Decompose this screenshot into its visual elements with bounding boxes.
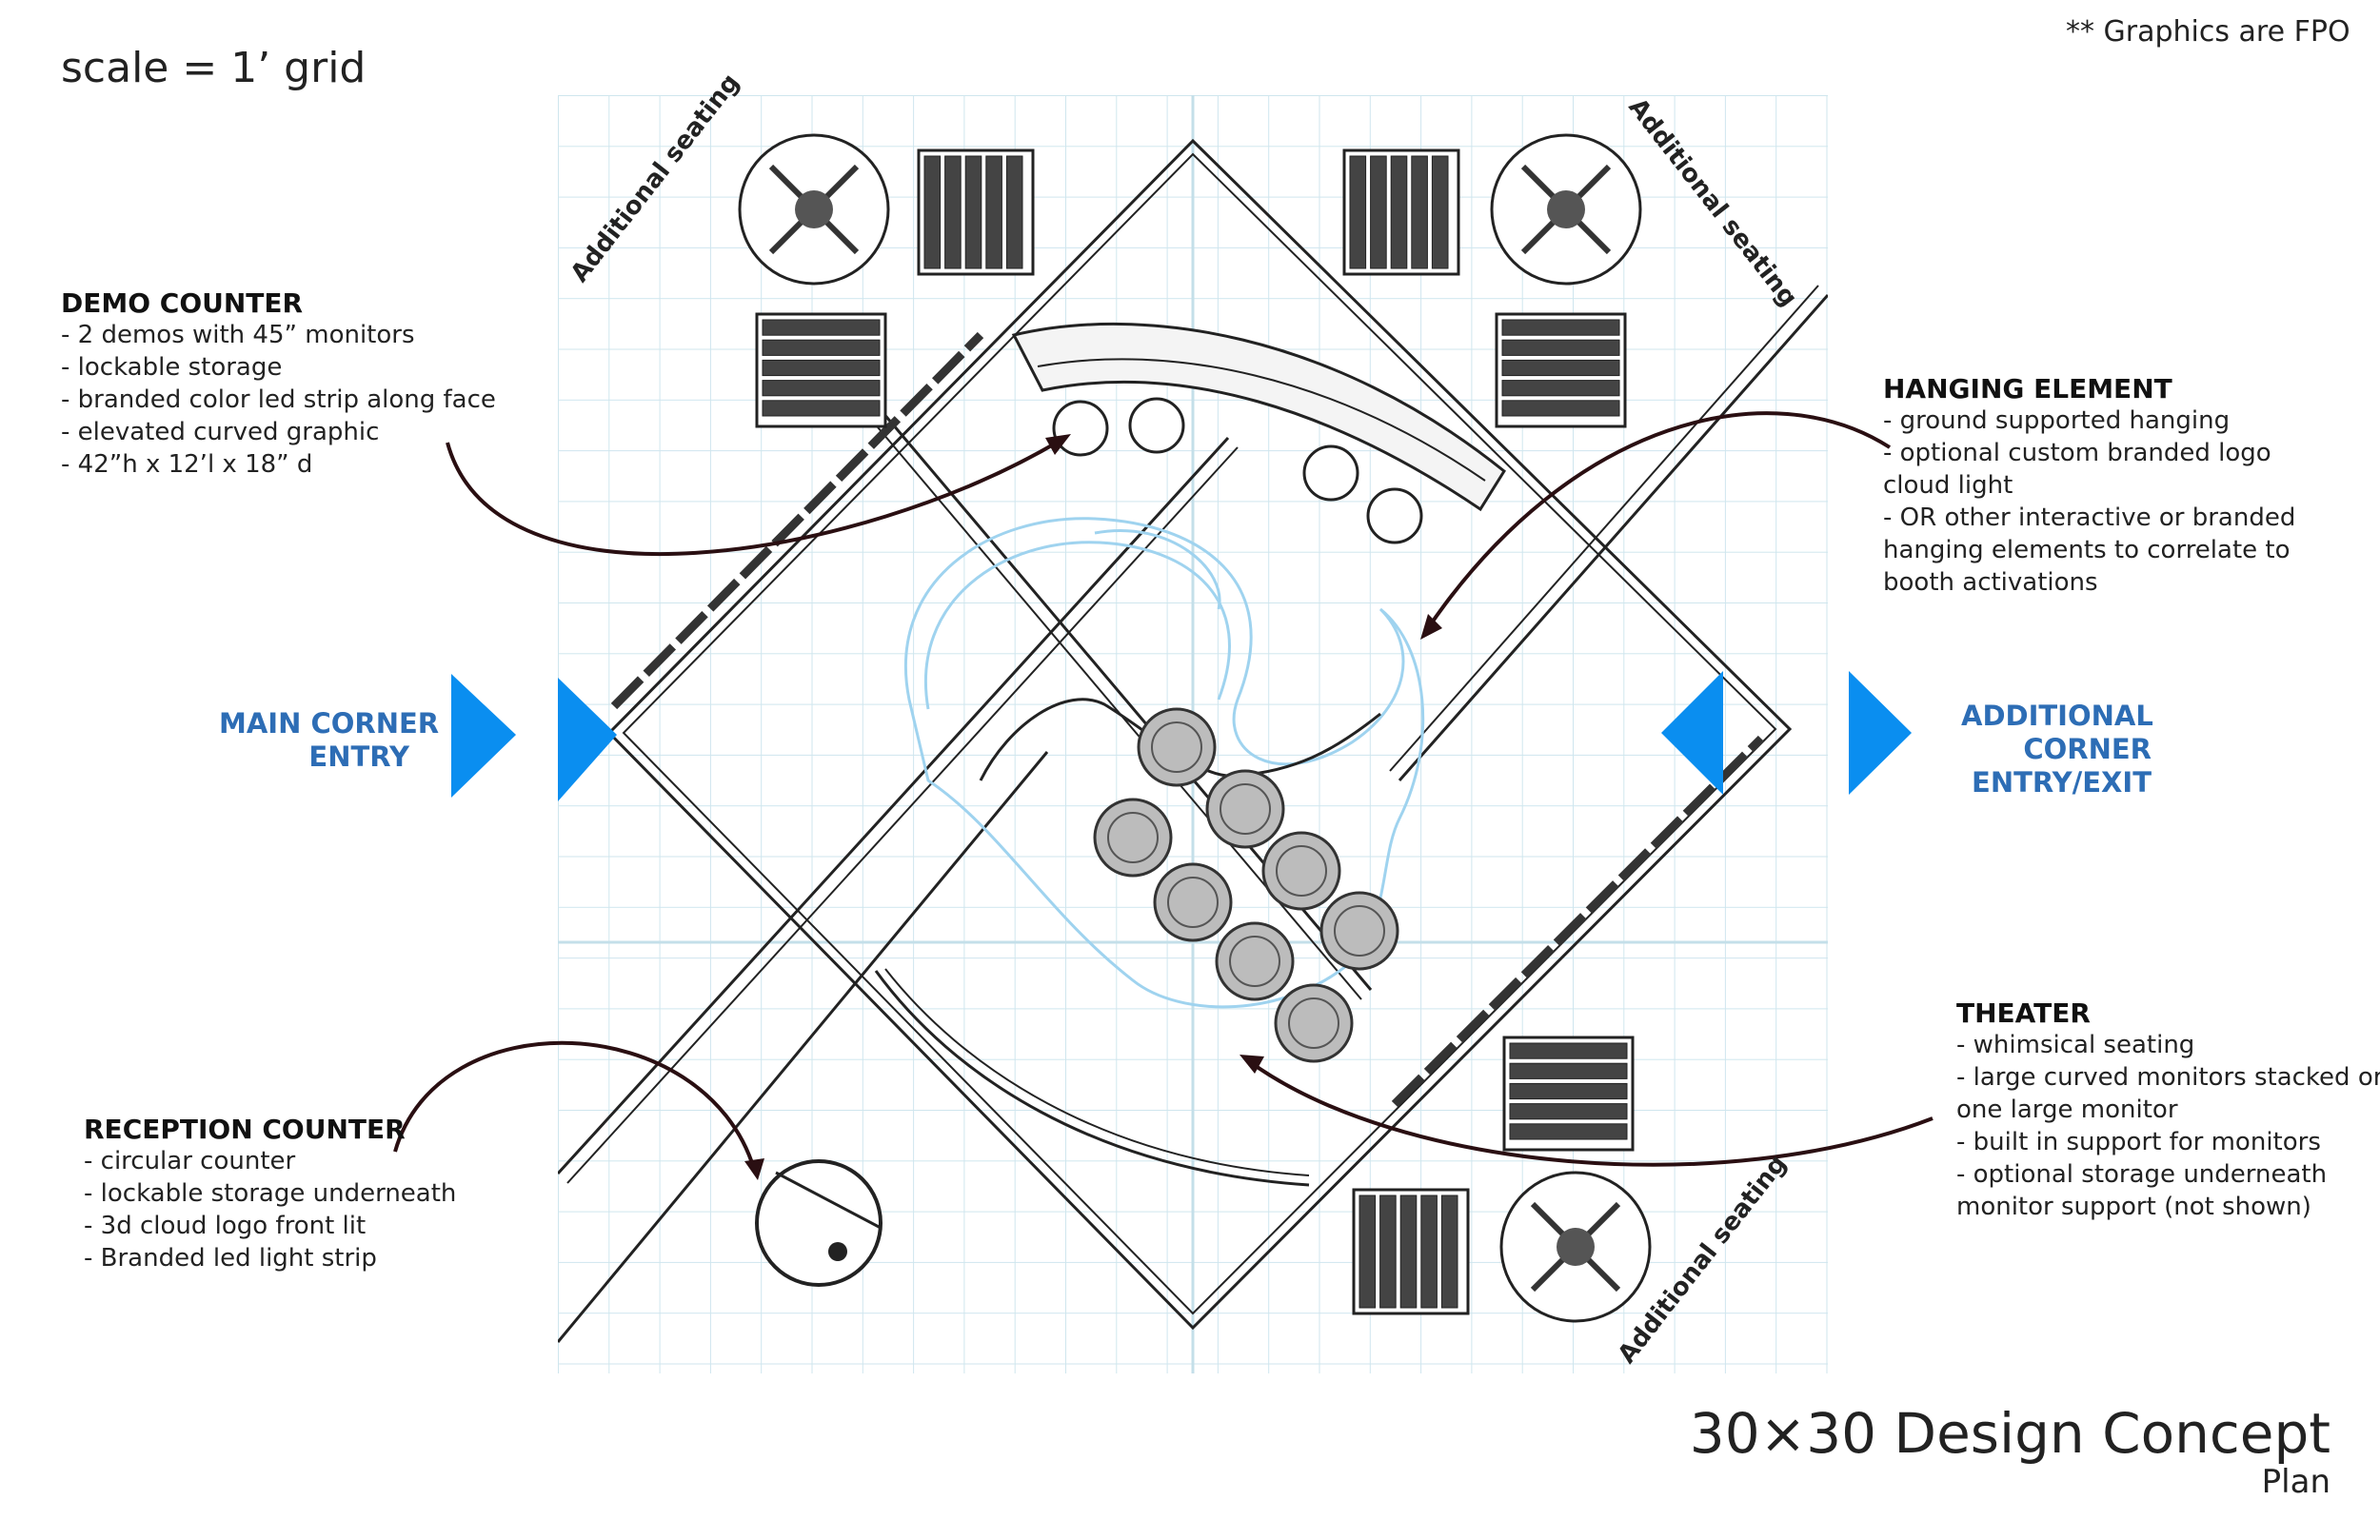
demo-counter-note: DEMO COUNTER - 2 demos with 45” monitors… [61,287,496,481]
note-line: - ground supported hanging [1883,406,2231,435]
reception-counter-note: RECEPTION COUNTER - circular counter - l… [84,1114,456,1274]
note-title: HANGING ELEMENT [1883,373,2172,405]
booth-diamond-inner [622,152,1777,1315]
main-entry-label: MAIN CORNER ENTRY [219,707,440,774]
stool [1128,397,1185,454]
note-line: - elevated curved graphic [61,418,380,446]
note-line: - Branded led light strip [84,1244,377,1273]
hanging-element-note: HANGING ELEMENT - ground supported hangi… [1883,373,2295,599]
theater-stage [903,517,1425,1009]
bench [755,312,887,428]
scale-label: scale = 1’ grid [61,44,367,92]
note-title: THEATER [1956,997,2091,1029]
hanging-element-callout [1426,411,1892,630]
note-title: DEMO COUNTER [61,287,304,319]
demo-counter [1011,322,1506,512]
bench [917,148,1035,276]
demo-counter-callout [446,438,1063,557]
note-line: - 2 demos with 45” monitors [61,321,415,349]
note-line: monitor support (not shown) [1956,1193,2311,1221]
callout-lines [393,411,1934,1180]
page-subtitle: Plan [2261,1463,2330,1501]
note-line: - branded color led strip along face [61,385,496,414]
diagonal-wall-2 [558,751,1049,1343]
page-title: 30×30 Design Concept [1689,1401,2330,1466]
note-line: - large curved monitors stacked or [1956,1063,2380,1092]
entry-arrows [451,671,1912,801]
additional-entry-line: ENTRY/EXIT [1972,766,2152,799]
diagonal-wall-1 [558,436,1230,1175]
demo-stools [1052,397,1423,544]
main-entry-line: MAIN CORNER [219,707,440,740]
theater-seats [1093,707,1399,1063]
note-line: - circular counter [84,1147,296,1175]
seat [1093,707,1399,1063]
note-line: - 3d cloud logo front lit [84,1212,367,1240]
note-line: - OR other interactive or branded [1883,503,2296,532]
note-line: hanging elements to correlate to [1883,536,2291,564]
additional-entry-line: CORNER [2023,733,2152,765]
main-entry-arrow-outer [451,674,516,798]
note-line: one large monitor [1956,1096,2178,1124]
note-line: - lockable storage underneath [84,1179,457,1208]
note-line: - lockable storage [61,353,283,382]
additional-entry-arrow-inner [1661,671,1723,795]
stool [1302,444,1359,502]
led-strip-lower-right [1391,735,1765,1108]
table-decor-center [795,190,1595,1266]
bench [1502,1036,1635,1152]
bench [1342,148,1460,276]
diagonal-wall-3 [1398,294,1828,781]
main-entry-line: ENTRY [308,740,409,773]
note-line: booth activations [1883,568,2098,597]
additional-entry-arrow-outer [1849,671,1912,795]
fpo-note: ** Graphics are FPO [2066,15,2350,49]
theater-callout [1247,1059,1934,1167]
additional-entry-label: ADDITIONAL CORNER ENTRY/EXIT [1961,700,2153,800]
booth-diamond-outer [606,138,1793,1331]
bench [1495,312,1627,428]
note-line: - 42”h x 12’l x 18” d [61,450,313,479]
led-strip-upper-left [610,331,984,710]
main-entry-arrow-inner [558,678,617,801]
note-line: - built in support for monitors [1956,1128,2321,1156]
note-title: RECEPTION COUNTER [84,1114,406,1145]
note-line: - optional storage underneath [1956,1160,2328,1189]
reception-counter [755,1159,883,1287]
note-line: - whimsical seating [1956,1031,2195,1059]
note-line: - optional custom branded logo [1883,439,2271,467]
stool [1366,487,1423,544]
stool [1052,400,1109,457]
reception-counter-callout [393,1040,756,1170]
theater-note: THEATER - whimsical seating - large curv… [1956,997,2380,1223]
note-line: cloud light [1883,471,2013,500]
additional-entry-line: ADDITIONAL [1961,700,2153,732]
bench [1352,1188,1470,1315]
